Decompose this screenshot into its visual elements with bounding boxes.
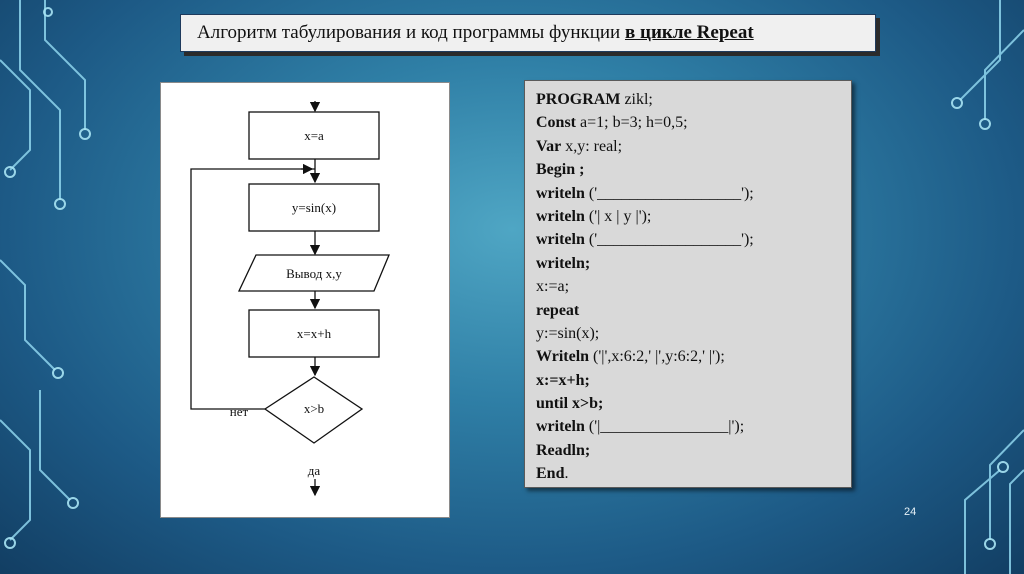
code-keyword: writeln xyxy=(536,185,585,202)
code-keyword: End xyxy=(536,465,564,482)
code-line: PROGRAM zikl; xyxy=(536,88,754,111)
step-label: x=x+h xyxy=(297,326,332,341)
code-keyword: until x>b; xyxy=(536,395,603,412)
code-keyword: writeln xyxy=(536,418,585,435)
code-line: Var x,y: real; xyxy=(536,135,754,158)
code-line: End. xyxy=(536,462,754,485)
code-text: y:=sin(x); xyxy=(536,325,599,342)
code-text: ('|',x:6:2,' |',y:6:2,' |'); xyxy=(589,348,725,365)
code-keyword: Const xyxy=(536,114,576,131)
code-text: a=1; b=3; h=0,5; xyxy=(576,114,688,131)
page-number: 24 xyxy=(904,506,916,518)
code-keyword: Begin ; xyxy=(536,161,584,178)
init-label: x=a xyxy=(304,128,324,143)
code-text: ('| x | y |'); xyxy=(585,208,651,225)
code-listing: PROGRAM zikl;Const a=1; b=3; h=0,5;Var x… xyxy=(536,88,754,486)
output-label: Вывод x,y xyxy=(286,266,342,281)
title-emphasis: в цикле Repeat xyxy=(625,22,754,43)
code-keyword: writeln xyxy=(536,231,585,248)
code-line: Writeln ('|',x:6:2,' |',y:6:2,' |'); xyxy=(536,345,754,368)
code-line: writeln ('|________________|'); xyxy=(536,415,754,438)
code-line: writeln; xyxy=(536,252,754,275)
flowchart: x=a y=sin(x) Вывод x,y x=x+h x>b нет да xyxy=(161,83,449,517)
compute-label: y=sin(x) xyxy=(292,200,336,215)
code-line: repeat xyxy=(536,299,754,322)
yes-branch-label: да xyxy=(308,463,321,478)
code-keyword: repeat xyxy=(536,302,579,319)
code-line: until x>b; xyxy=(536,392,754,415)
code-line: y:=sin(x); xyxy=(536,322,754,345)
code-line: writeln ('| x | y |'); xyxy=(536,205,754,228)
code-text: x:=a; xyxy=(536,278,569,295)
code-line: Begin ; xyxy=(536,158,754,181)
code-line: x:=a; xyxy=(536,275,754,298)
code-keyword: x:=x+h; xyxy=(536,372,590,389)
flowchart-panel: x=a y=sin(x) Вывод x,y x=x+h x>b нет да xyxy=(160,82,450,518)
code-text: zikl; xyxy=(620,91,652,108)
code-text: . xyxy=(564,465,568,482)
title-plain: Алгоритм табулирования и код программы ф… xyxy=(197,22,625,43)
code-text: ('__________________'); xyxy=(585,185,754,202)
code-keyword: writeln xyxy=(536,208,585,225)
code-keyword: Writeln xyxy=(536,348,589,365)
code-keyword: writeln; xyxy=(536,255,590,272)
code-line: Readln; xyxy=(536,439,754,462)
code-panel: PROGRAM zikl;Const a=1; b=3; h=0,5;Var x… xyxy=(524,80,852,488)
code-text: x,y: real; xyxy=(561,138,622,155)
no-branch-label: нет xyxy=(230,404,249,419)
slide-title-box: Алгоритм табулирования и код программы ф… xyxy=(180,14,876,52)
code-keyword: Readln; xyxy=(536,442,590,459)
code-line: writeln ('__________________'); xyxy=(536,182,754,205)
slide-title: Алгоритм табулирования и код программы ф… xyxy=(197,22,754,44)
code-text: ('__________________'); xyxy=(585,231,754,248)
code-keyword: Var xyxy=(536,138,561,155)
code-line: x:=x+h; xyxy=(536,369,754,392)
condition-label: x>b xyxy=(304,401,324,416)
code-line: Const a=1; b=3; h=0,5; xyxy=(536,111,754,134)
code-keyword: PROGRAM xyxy=(536,91,620,108)
code-line: writeln ('__________________'); xyxy=(536,228,754,251)
code-text: ('|________________|'); xyxy=(585,418,744,435)
